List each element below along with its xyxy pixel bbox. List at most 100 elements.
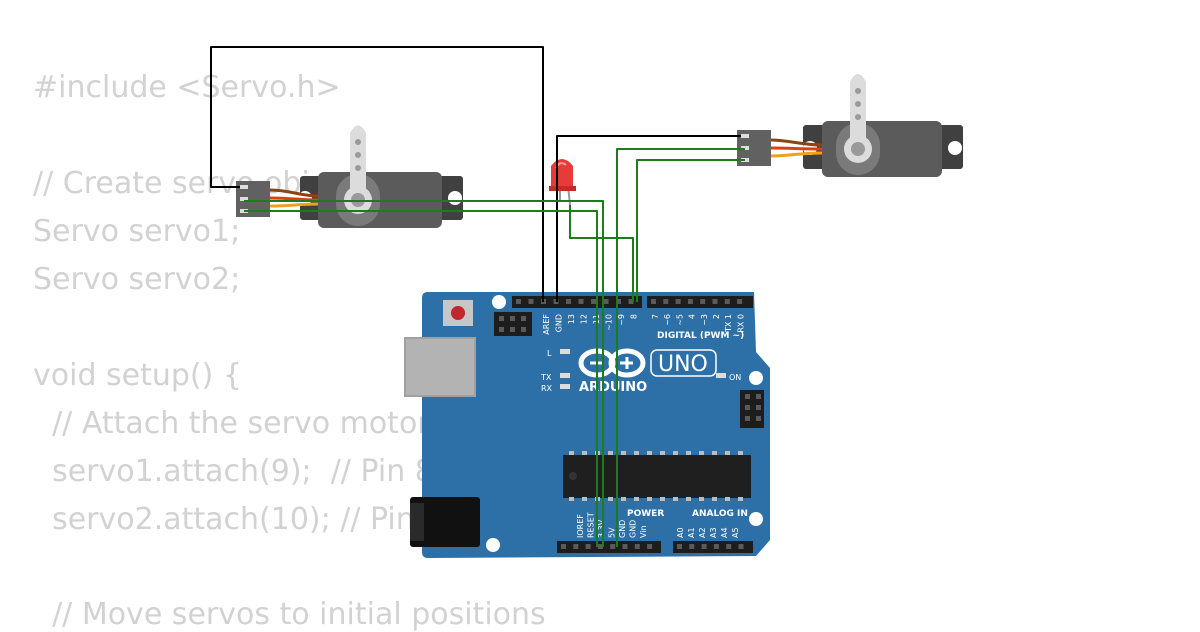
header-pin[interactable] xyxy=(634,544,640,549)
chip-pin xyxy=(712,451,717,455)
chip-pin xyxy=(712,497,717,501)
servo-motor-1[interactable] xyxy=(236,125,463,229)
header-pin[interactable] xyxy=(628,299,634,304)
chip-pin xyxy=(725,497,730,501)
header-pin[interactable] xyxy=(521,316,526,321)
chip-pin xyxy=(660,497,665,501)
header-pin[interactable] xyxy=(712,299,718,304)
pin-label: 8 xyxy=(630,314,639,319)
header-pin[interactable] xyxy=(745,416,750,421)
chip-pin xyxy=(582,497,587,501)
header-pin[interactable] xyxy=(701,544,707,549)
wire-servo2-gnd xyxy=(556,135,741,302)
header-pin[interactable] xyxy=(675,299,681,304)
chip-pin xyxy=(608,497,613,501)
header-pin[interactable] xyxy=(756,416,761,421)
header-pin[interactable] xyxy=(528,299,534,304)
header-pin[interactable] xyxy=(516,299,521,304)
pin-label: AREF xyxy=(542,314,551,335)
chip-pin xyxy=(647,497,652,501)
header-pin[interactable] xyxy=(597,544,603,549)
header-pin[interactable] xyxy=(689,544,695,549)
header-pin[interactable] xyxy=(616,299,621,304)
header-pin[interactable] xyxy=(651,299,656,304)
chip-pin xyxy=(582,451,587,455)
pin-label: A1 xyxy=(687,527,696,538)
header-pin[interactable] xyxy=(738,544,744,549)
code-line: Servo servo2; xyxy=(33,262,241,297)
wire-servo1-gnd xyxy=(210,46,544,302)
header-pin[interactable] xyxy=(737,299,743,304)
servo-motor-2[interactable] xyxy=(737,74,963,177)
header-pin[interactable] xyxy=(573,544,579,549)
chip-pin xyxy=(569,497,574,501)
header-pin[interactable] xyxy=(745,394,750,399)
pin-label: 2 xyxy=(712,314,721,319)
chip-pin xyxy=(699,497,704,501)
pin-label: 7 xyxy=(651,314,660,319)
pin-label: ~6 xyxy=(663,314,672,326)
header-pin[interactable] xyxy=(510,316,515,321)
board-brand-label: ARDUINO xyxy=(579,380,647,395)
header-pin[interactable] xyxy=(713,544,719,549)
board-model-label: UNO xyxy=(658,352,708,377)
header-pin[interactable] xyxy=(603,299,609,304)
code-line: void setup() { xyxy=(33,358,242,393)
header-pin[interactable] xyxy=(499,316,504,321)
header-pin[interactable] xyxy=(687,299,693,304)
header-pin[interactable] xyxy=(756,394,761,399)
pin-label: ~10 xyxy=(605,314,614,331)
arduino-uno-board[interactable]: UNO ARDUINO L TX RX ON DIGITAL (PWM ~) P… xyxy=(404,292,770,558)
header-pin[interactable] xyxy=(610,544,616,549)
header-pin[interactable] xyxy=(499,327,504,332)
red-led[interactable] xyxy=(549,159,576,206)
chip-pin xyxy=(608,451,613,455)
code-line: #include <Servo.h> xyxy=(33,70,341,105)
header-pin[interactable] xyxy=(561,544,566,549)
header-pins xyxy=(499,299,761,549)
pin-label: A0 xyxy=(676,527,685,538)
header-pin[interactable] xyxy=(663,299,669,304)
chip-pin xyxy=(686,451,691,455)
header-pin[interactable] xyxy=(578,299,584,304)
code-line: servo1.attach(9); // Pin 8 xyxy=(33,454,434,489)
header-pin[interactable] xyxy=(591,299,596,304)
header-pin[interactable] xyxy=(700,299,706,304)
pin-label: RX 0 xyxy=(736,314,745,333)
analog-in-label: ANALOG IN xyxy=(692,509,748,519)
pin-label: ~3 xyxy=(700,314,709,326)
chip-pin xyxy=(634,497,639,501)
pin-label: A4 xyxy=(720,527,729,538)
header-pin[interactable] xyxy=(622,544,628,549)
chip-pin xyxy=(699,451,704,455)
header-pin[interactable] xyxy=(726,544,732,549)
code-line: // Move servos to initial positions xyxy=(33,597,546,632)
header-pin[interactable] xyxy=(724,299,730,304)
code-line: servo2.attach(10); // Pin xyxy=(33,502,415,537)
header-pin[interactable] xyxy=(756,405,761,410)
chip-pin xyxy=(621,497,626,501)
wires[interactable] xyxy=(210,46,745,547)
header-pin[interactable] xyxy=(745,405,750,410)
header-pin[interactable] xyxy=(510,327,515,332)
led-rx-label: RX xyxy=(541,384,553,393)
header-pin[interactable] xyxy=(647,544,653,549)
chip-pin xyxy=(738,451,743,455)
chip-pin xyxy=(686,497,691,501)
header-pin[interactable] xyxy=(566,299,571,304)
header-pin[interactable] xyxy=(585,544,591,549)
pin-label: ~5 xyxy=(675,314,684,326)
pin-label: A5 xyxy=(731,527,740,538)
chip-pin xyxy=(569,451,574,455)
pin-label: 4 xyxy=(688,314,697,319)
wire-servo1-signal xyxy=(244,200,604,302)
header-pin[interactable] xyxy=(521,327,526,332)
pin-label: GND xyxy=(629,520,638,538)
wire-led xyxy=(569,205,634,302)
chip-pin xyxy=(673,497,678,501)
header-pin[interactable] xyxy=(677,544,682,549)
